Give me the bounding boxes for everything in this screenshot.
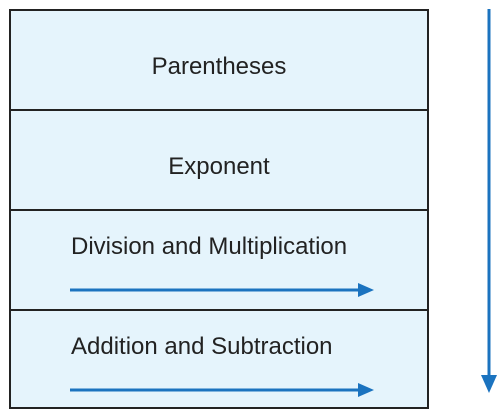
step-exponent: Exponent <box>11 111 427 211</box>
right-arrow-icon <box>70 283 374 297</box>
step-parentheses: Parentheses <box>11 11 427 111</box>
step-label: Exponent <box>168 153 270 180</box>
step-label: Parentheses <box>151 53 287 80</box>
step-label: Addition and Subtraction <box>71 333 333 360</box>
down-arrow-icon <box>481 9 497 393</box>
step-addition-subtraction: Addition and Subtraction <box>11 311 427 411</box>
right-arrow-icon <box>70 383 374 397</box>
operations-stack: Parentheses Exponent Division and Multip… <box>9 9 429 409</box>
step-division-multiplication: Division and Multiplication <box>11 211 427 311</box>
step-label: Division and Multiplication <box>71 233 348 260</box>
